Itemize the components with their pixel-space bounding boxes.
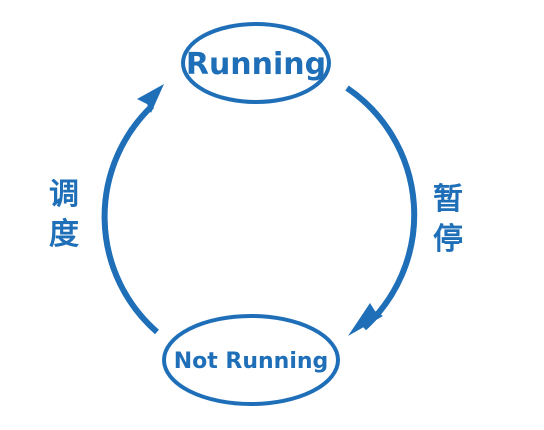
pause-label-char-2: 停 bbox=[433, 222, 463, 257]
pause-arrowhead bbox=[348, 303, 383, 336]
schedule-label-char-1: 调 bbox=[49, 177, 79, 212]
schedule-label-char-2: 度 bbox=[49, 217, 79, 252]
not-running-label: Not Running bbox=[174, 349, 329, 374]
pause-arrow bbox=[345, 85, 418, 331]
pause-label-char-1: 暂 bbox=[433, 182, 463, 217]
running-label: Running bbox=[186, 47, 326, 82]
schedule-arrowhead bbox=[137, 84, 164, 113]
schedule-arrow bbox=[101, 103, 159, 335]
not-running-node bbox=[162, 314, 340, 406]
running-node bbox=[181, 22, 331, 104]
